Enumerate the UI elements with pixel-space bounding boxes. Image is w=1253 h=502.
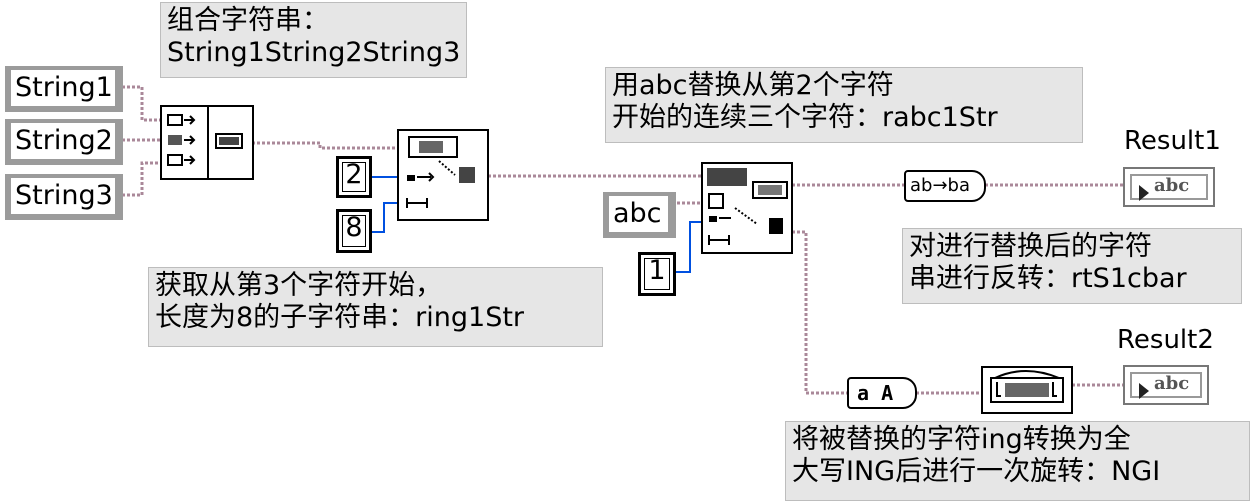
- comment-reverse: 对进行替换后的字符 串进行反转：rtS1cbar: [902, 228, 1242, 304]
- wire-replaced-substr: [792, 230, 848, 395]
- wire-length-subset: [370, 202, 398, 233]
- string1-control[interactable]: String1: [5, 66, 123, 112]
- comment-concat-line1: 组合字符串：: [167, 5, 329, 36]
- result1-label: Result1: [1124, 126, 1221, 156]
- comment-concat-line2: String1String2String3: [167, 37, 461, 68]
- comment-subset-line2: 长度为8的子字符串：ring1Str: [155, 302, 525, 333]
- wire-offset-replace: [676, 221, 702, 273]
- play-arrow-icon: [1139, 185, 1149, 201]
- offset-constant-subset[interactable]: 2: [336, 156, 372, 198]
- wire-string1: [122, 85, 162, 122]
- replace-substring-icon: [707, 168, 788, 245]
- abc-value[interactable]: abc: [609, 196, 668, 232]
- string-subset-icon: [406, 136, 475, 208]
- string3-control[interactable]: String3: [5, 174, 123, 220]
- wire-concat-out: [252, 141, 398, 150]
- result2-indicator: abc: [1123, 365, 1209, 405]
- play-arrow-icon: [1139, 383, 1149, 399]
- to-upper-case-node[interactable]: a A: [847, 377, 917, 409]
- string1-value[interactable]: String1: [11, 70, 115, 106]
- wire-string3: [122, 161, 162, 197]
- comment-rotate-line1: 将被替换的字符ing转换为全: [792, 424, 1131, 455]
- offset-constant-replace[interactable]: 1: [638, 252, 676, 296]
- comment-replace-line1: 用abc替换从第2个字符: [612, 70, 894, 101]
- comment-reverse-line2: 串进行反转：rtS1cbar: [909, 263, 1187, 294]
- result2-label: Result2: [1117, 325, 1214, 355]
- comment-concat: 组合字符串： String1String2String3: [160, 2, 467, 78]
- concatenate-icon: [167, 107, 243, 178]
- result1-indicator: abc: [1123, 167, 1215, 207]
- concatenate-strings-node[interactable]: [160, 105, 254, 180]
- result2-display-text: abc: [1154, 373, 1190, 394]
- comment-subset: 获取从第3个字符开始， 长度为8的子字符串：ring1Str: [148, 267, 603, 347]
- length-subset-value[interactable]: 8: [345, 212, 363, 243]
- comment-reverse-line1: 对进行替换后的字符: [909, 231, 1152, 262]
- replace-substring-node[interactable]: [701, 162, 793, 254]
- length-constant-subset[interactable]: 8: [336, 209, 372, 253]
- comment-subset-line1: 获取从第3个字符开始，: [155, 270, 443, 301]
- comment-replace-line2: 开始的连续三个字符：rabc1Str: [612, 102, 998, 133]
- abc-constant[interactable]: abc: [603, 192, 676, 238]
- string-subset-node[interactable]: [397, 129, 489, 221]
- comment-rotate-line2: 大写ING后进行一次旋转：NGI: [792, 456, 1161, 487]
- string3-value[interactable]: String3: [11, 178, 115, 214]
- reverse-string-node[interactable]: ab→ba: [904, 170, 986, 202]
- comment-replace: 用abc替换从第2个字符 开始的连续三个字符：rabc1Str: [605, 67, 1083, 143]
- string2-value[interactable]: String2: [11, 123, 115, 159]
- offset-subset-value[interactable]: 2: [345, 159, 363, 190]
- rotate-string-icon: [990, 370, 1064, 403]
- result2-display: abc: [1130, 372, 1202, 399]
- rotate-string-node[interactable]: [981, 366, 1073, 414]
- comment-rotate: 将被替换的字符ing转换为全 大写ING后进行一次旋转：NGI: [785, 421, 1250, 501]
- reverse-string-label: ab→ba: [910, 175, 970, 196]
- result1-display-text: abc: [1154, 175, 1190, 196]
- offset-replace-value[interactable]: 1: [648, 255, 666, 286]
- string2-control[interactable]: String2: [5, 119, 123, 165]
- result1-display: abc: [1130, 174, 1208, 201]
- to-upper-case-label: a A: [857, 381, 894, 405]
